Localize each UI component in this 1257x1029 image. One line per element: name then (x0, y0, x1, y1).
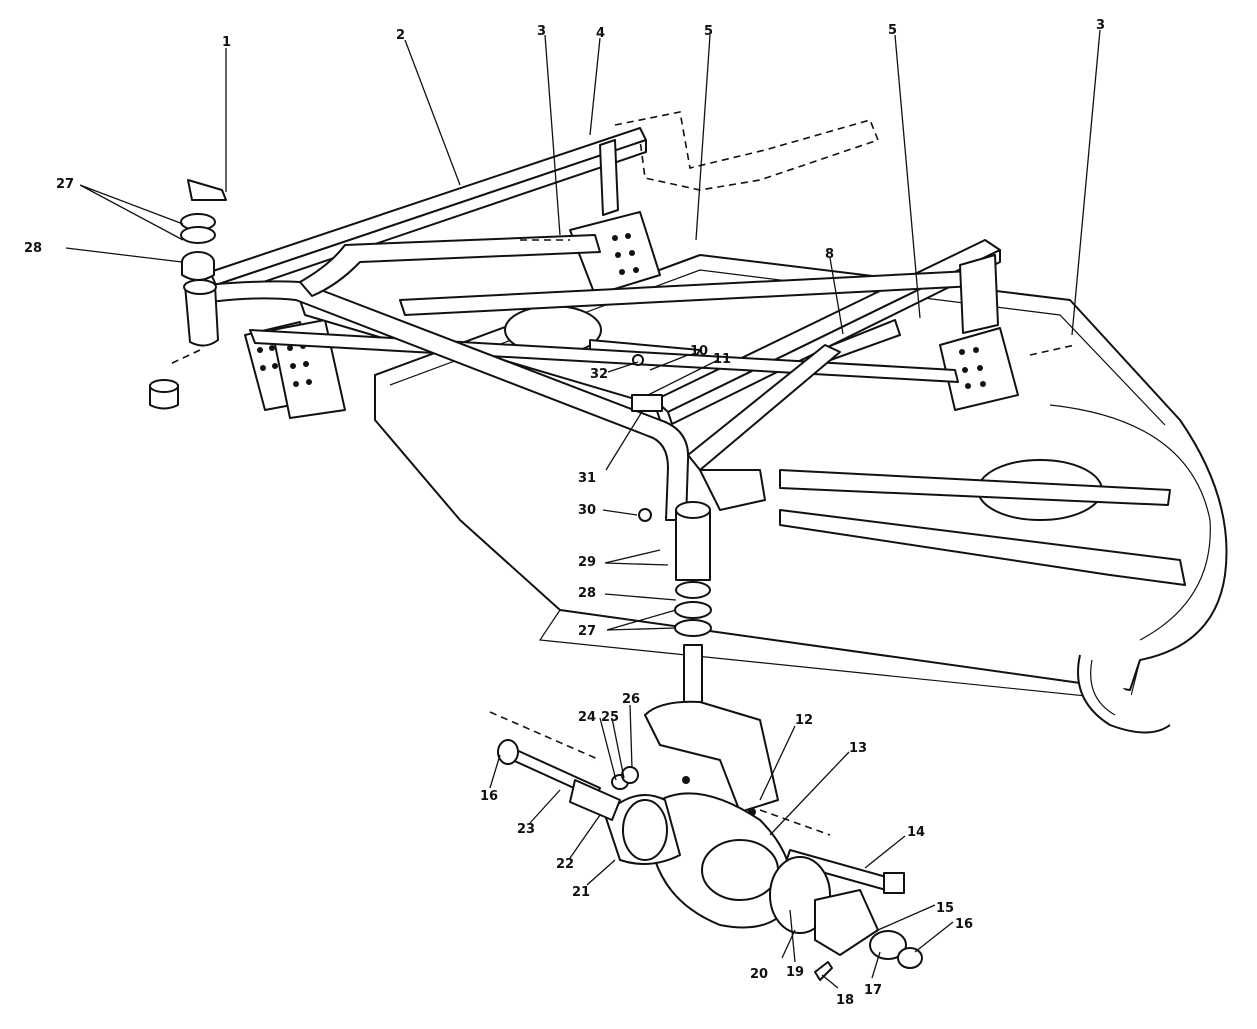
hidden-lines (167, 111, 1076, 836)
frame-rails (209, 127, 1001, 425)
caster-wheel (604, 792, 793, 929)
callout-16: 16 (480, 789, 498, 804)
callout-24: 24 (578, 710, 596, 725)
callout-32: 32 (590, 367, 608, 382)
callout-25: 25 (601, 710, 619, 725)
front-axle-arm (204, 234, 841, 521)
callout-2: 2 (396, 28, 405, 43)
callout-8: 8 (825, 247, 834, 262)
callout-29: 29 (578, 555, 596, 570)
callout-23: 23 (517, 822, 535, 837)
axle-hardware (497, 739, 923, 981)
callout-10: 10 (690, 344, 708, 359)
callout-14: 14 (907, 825, 925, 840)
callout-12: 12 (795, 713, 813, 728)
callout-labels: 1 2 3 4 5 5 3 27 28 8 10 11 32 31 30 29 … (24, 18, 1105, 1008)
callout-26: 26 (622, 692, 640, 707)
callout-28: 28 (24, 241, 42, 256)
callout-11: 11 (713, 352, 731, 367)
caster-fork (644, 700, 779, 816)
callout-16: 16 (955, 917, 973, 932)
callout-3: 3 (1096, 18, 1105, 33)
callout-4: 4 (596, 26, 605, 41)
callout-20: 20 (750, 967, 768, 982)
callout-1: 1 (222, 35, 231, 50)
callout-18: 18 (836, 993, 854, 1008)
callout-27: 27 (56, 177, 74, 192)
left-washers (180, 179, 227, 281)
callout-5: 5 (704, 24, 713, 39)
left-spindle-housing (149, 279, 219, 410)
leader-lines (65, 29, 1101, 989)
mower-deck (374, 254, 1228, 734)
callout-13: 13 (849, 741, 867, 756)
callout-21: 21 (572, 885, 590, 900)
callout-5: 5 (888, 23, 897, 38)
callout-15: 15 (936, 901, 954, 916)
callout-27: 27 (578, 624, 596, 639)
callout-3: 3 (537, 24, 546, 39)
callout-31: 31 (578, 471, 596, 486)
callout-28: 28 (578, 586, 596, 601)
callout-19: 19 (786, 965, 804, 980)
callout-30: 30 (578, 503, 596, 518)
callout-22: 22 (556, 857, 574, 872)
callout-17: 17 (864, 983, 882, 998)
